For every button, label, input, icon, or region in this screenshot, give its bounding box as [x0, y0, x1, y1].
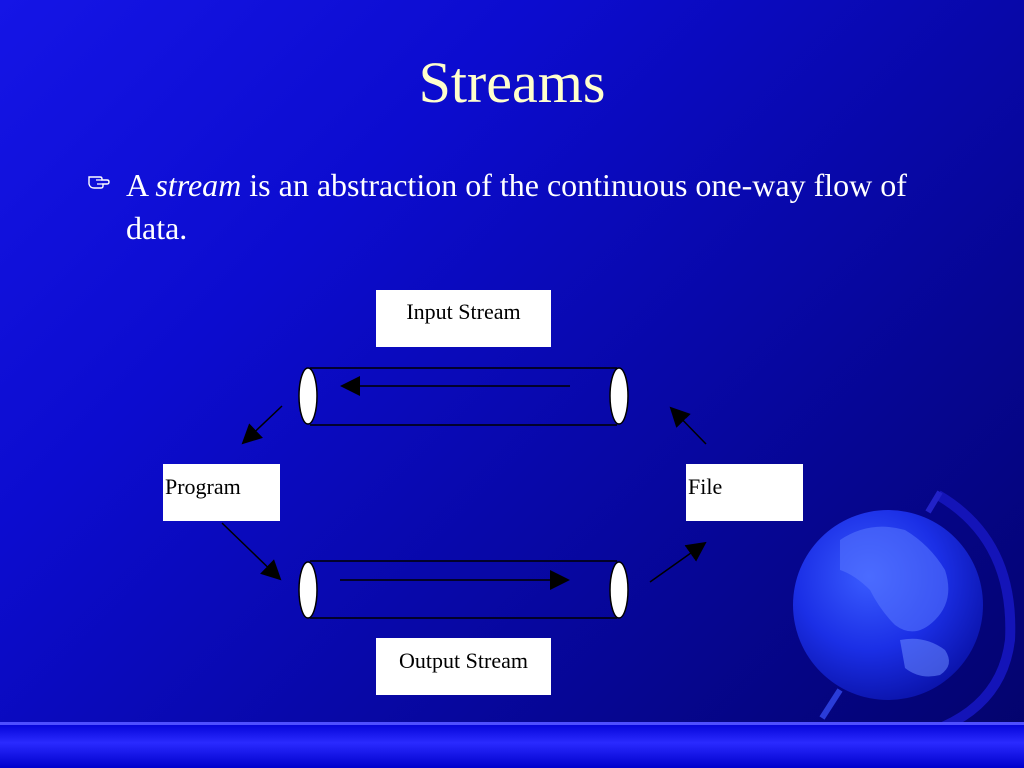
- input-stream-pipe: [298, 367, 629, 426]
- pointing-hand-icon: [88, 176, 110, 189]
- bottom-bar-divider: [0, 722, 1024, 725]
- bottom-bar: [0, 722, 1024, 768]
- slide-title: Streams: [418, 50, 606, 115]
- output-stream-label: Output Stream: [376, 638, 551, 695]
- globe-icon: [793, 490, 1016, 745]
- file-box: File: [686, 464, 803, 521]
- bullet-text: A stream is an abstraction of the contin…: [126, 164, 946, 250]
- bullet-prefix: A: [126, 167, 156, 203]
- arrow-pipe-to-file: [649, 541, 707, 583]
- arrow-file-to-pipe: [669, 406, 707, 445]
- program-box: Program: [163, 464, 280, 521]
- output-stream-pipe: [298, 560, 629, 619]
- arrow-pipe-to-program: [241, 405, 283, 445]
- bullet-emphasis: stream: [155, 167, 242, 203]
- arrow-program-to-pipe: [221, 522, 282, 581]
- bullet-suffix: is an abstraction of the continuous one-…: [126, 167, 907, 246]
- input-stream-label: Input Stream: [376, 290, 551, 347]
